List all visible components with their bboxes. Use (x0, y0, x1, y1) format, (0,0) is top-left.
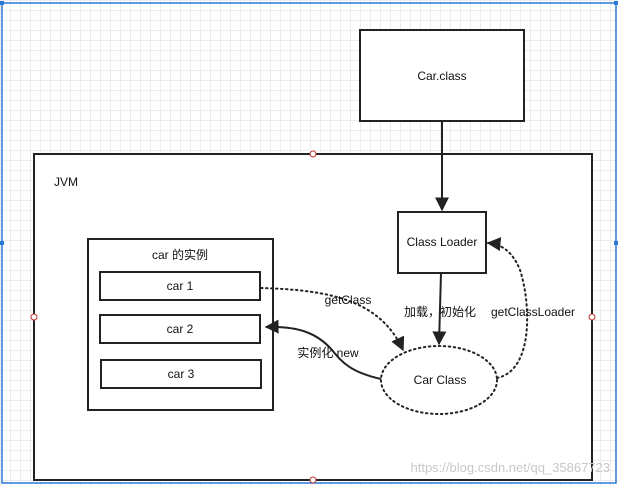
car3-box[interactable] (100, 359, 262, 389)
selection-handle[interactable] (0, 1, 4, 5)
car-class-ellipse[interactable] (380, 345, 498, 415)
car1-box[interactable] (99, 271, 261, 301)
class-loader-label: Class Loader (407, 235, 478, 249)
car1-label: car 1 (167, 279, 194, 293)
jvm-label: JVM (54, 175, 78, 189)
edge-instantiate-label: 实例化 new (297, 345, 359, 360)
car2-box[interactable] (99, 314, 261, 344)
edge-instantiate[interactable] (264, 319, 382, 380)
car3-label: car 3 (168, 367, 195, 381)
selection-handle[interactable] (0, 241, 4, 245)
car2-label: car 2 (167, 322, 194, 336)
jvm-resize-handle[interactable] (588, 313, 596, 321)
edge-load-init-label: 加载，初始化 (404, 305, 476, 319)
edge-getclassloader-label: getClassLoader (491, 305, 575, 319)
car-class-label: Car Class (414, 373, 467, 387)
jvm-resize-handle[interactable] (309, 476, 317, 484)
edge-getclass[interactable] (260, 287, 405, 352)
edge-getclass-label: getClass (325, 293, 372, 307)
edge-getclassloader[interactable] (486, 237, 529, 379)
car-class-file-label: Car.class (417, 69, 466, 83)
car-class-file-box[interactable] (359, 29, 525, 122)
jvm-resize-handle[interactable] (309, 150, 317, 158)
class-loader-box[interactable] (397, 211, 487, 274)
watermark: https://blog.csdn.net/qq_35867723 (411, 460, 611, 475)
edge-loader-to-carclass[interactable] (432, 272, 447, 346)
selection-handle[interactable] (614, 1, 618, 5)
instances-title: car 的实例 (152, 247, 208, 262)
jvm-resize-handle[interactable] (30, 313, 38, 321)
selection-handle[interactable] (614, 241, 618, 245)
